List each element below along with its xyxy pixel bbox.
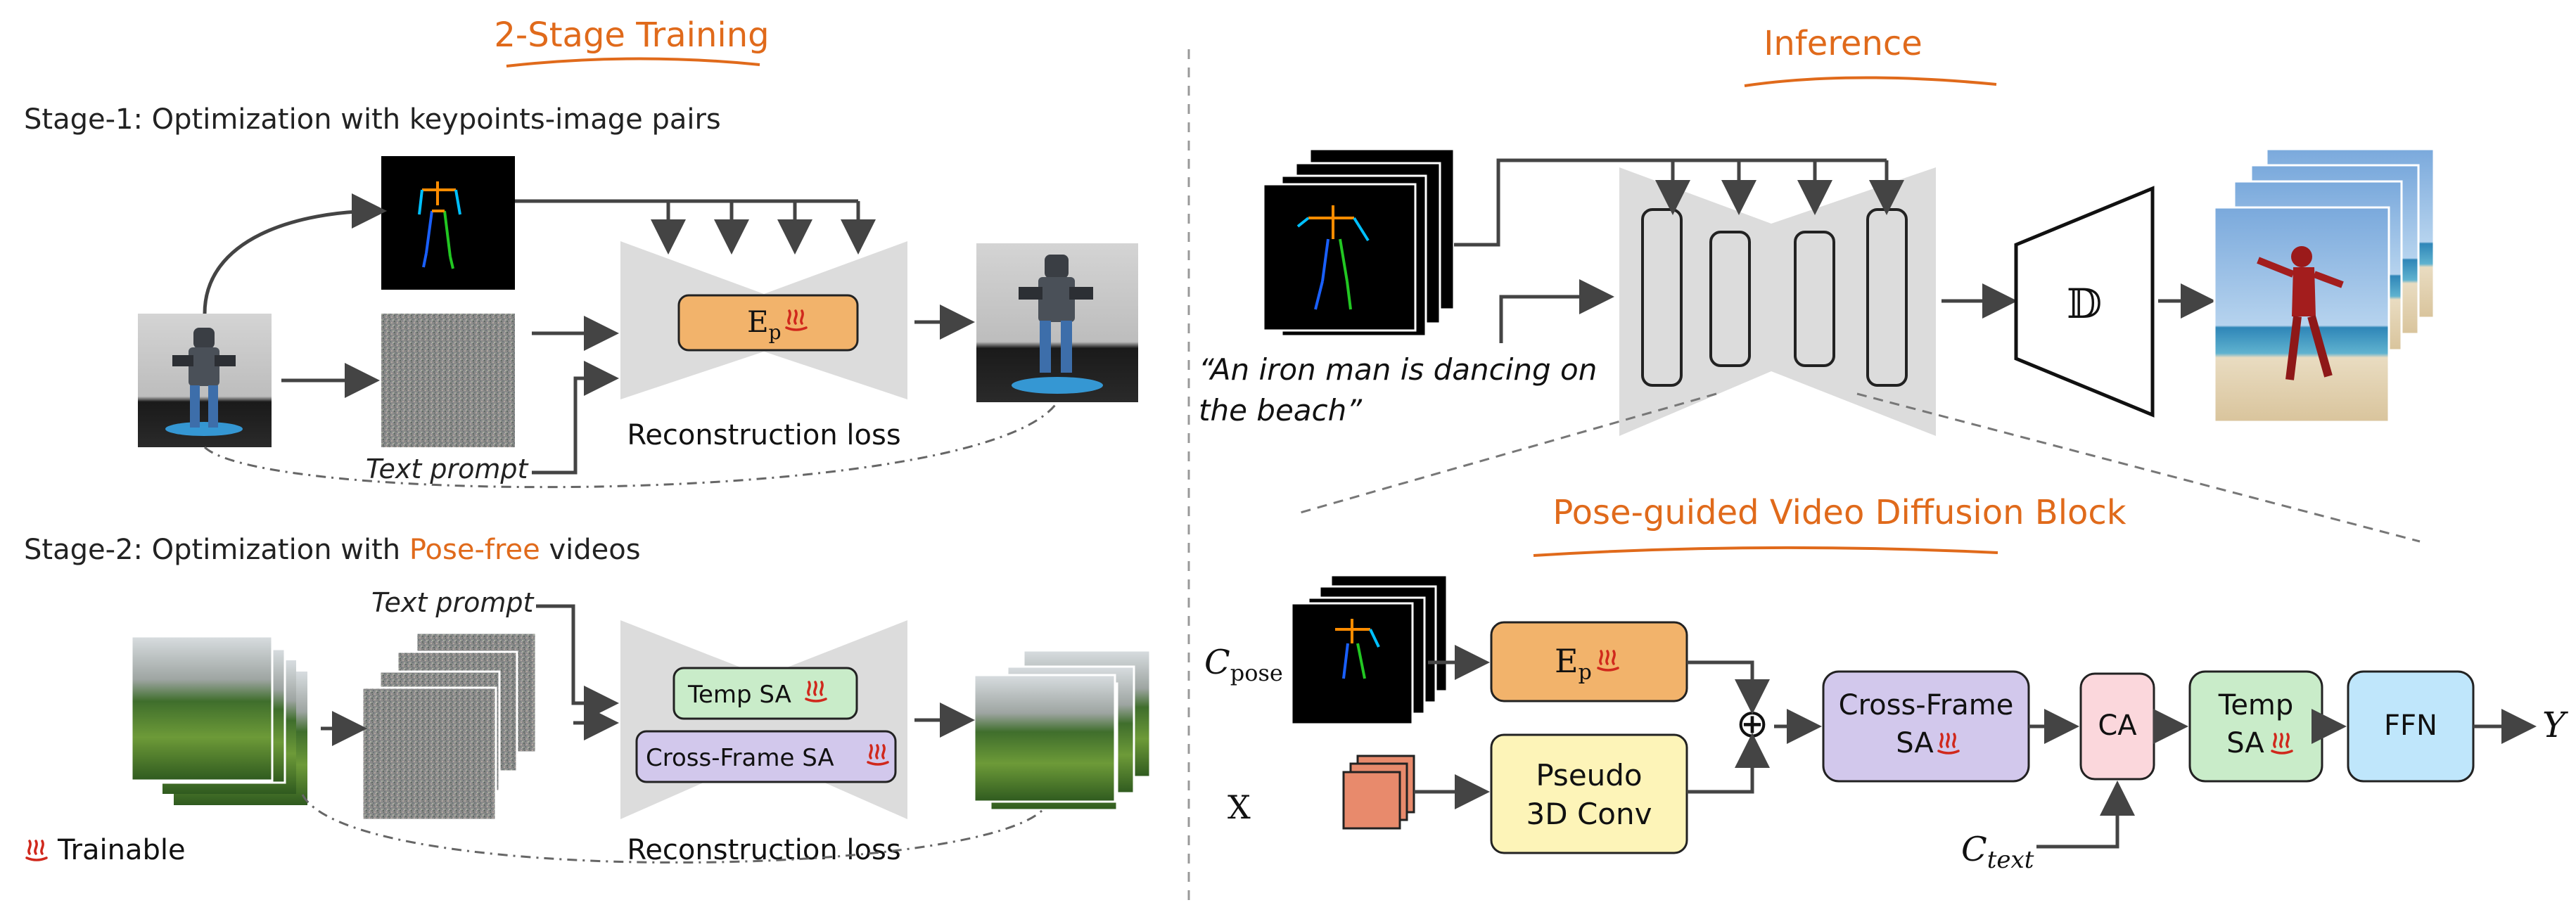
pseudo-line2: 3D Conv [1526, 797, 1652, 831]
stage2-text-prompt: Text prompt [371, 587, 535, 618]
stage1-text-prompt: Text prompt [366, 454, 529, 484]
right-panel: Inference “An iron man is dancing on the… [1199, 24, 2568, 874]
stage1-loss-dashed [203, 402, 1059, 489]
stage1-arrows [203, 193, 975, 475]
block-encoder-label: Ep [1555, 642, 1592, 685]
stage1-heading: Stage-1: Optimization with keypoints-ima… [24, 103, 721, 136]
block-title: Pose-guided Video Diffusion Block [1552, 493, 2126, 532]
stage2-heading: Stage-2: Optimization with Pose-free vid… [24, 534, 641, 566]
right-title-underline [1744, 76, 1997, 87]
cross-frame-sa-box [1822, 670, 2030, 783]
inference-output-frames [2213, 148, 2435, 423]
zoom-dashed-right [1856, 392, 2421, 543]
inference-arrows [1454, 158, 2216, 343]
pseudo-line1: Pseudo [1536, 758, 1642, 792]
fire-trainable-icon [25, 840, 48, 861]
left-panel: 2-Stage Training Stage-1: Optimization w… [24, 15, 1152, 866]
inference-skeleton-frames [1262, 148, 1455, 338]
inference-unet-blocks [1641, 208, 1908, 387]
legend-trainable: Trainable [57, 834, 186, 866]
ctext-label: Ctext [1961, 830, 2034, 874]
cross-frame-line1: Cross-Frame [1839, 689, 2014, 721]
stage2-temp-sa-label: Temp SA [687, 681, 791, 709]
x-feature-stack [1342, 755, 1415, 830]
x-label: X [1228, 788, 1251, 826]
inference-prompt-line2: the beach” [1199, 393, 1363, 428]
stage2-loss-label: Reconstruction loss [627, 834, 900, 866]
zoom-dashed-left [1297, 392, 1717, 515]
temp-sa-box [2188, 670, 2323, 783]
stage2-noise-video-frames [361, 631, 537, 821]
block-title-underline [1533, 546, 1998, 557]
stage1-robot-input-image [138, 314, 272, 447]
y-label: Y [2542, 705, 2568, 745]
left-title-underline [506, 57, 760, 68]
stage1-robot-output-image [976, 243, 1138, 402]
temp-line2: SA [2226, 727, 2264, 759]
block-arrows [1414, 645, 2537, 849]
decoder-shape [2014, 186, 2155, 418]
cpose-label: Cpose [1204, 643, 1283, 686]
inference-unet-shape [1619, 167, 1936, 436]
stage2-cross-frame-sa-box [635, 730, 897, 783]
stage1-loss-label: Reconstruction loss [627, 419, 900, 451]
ffn-label: FFN [2384, 710, 2437, 742]
right-title: Inference [1764, 24, 1923, 63]
stage1-encoder-box [677, 294, 859, 352]
stage1-noise-image [381, 314, 515, 447]
cpose-skeleton-frames [1290, 574, 1448, 726]
stage1-encoder-label: Ep [747, 304, 782, 344]
pseudo-3d-conv-box [1490, 733, 1688, 854]
temp-line1: Temp [2218, 689, 2294, 721]
inference-prompt-line1: “An iron man is dancing on [1199, 352, 1597, 387]
stage2-cross-frame-sa-label: Cross-Frame SA [646, 744, 834, 772]
stage2-output-video-frames [973, 649, 1152, 811]
ca-label: CA [2098, 710, 2137, 742]
stage1-skeleton-image [381, 156, 515, 290]
stage2-arrows [321, 604, 975, 746]
decoder-label: 𝔻 [2067, 280, 2102, 328]
stage2-loss-dashed [301, 794, 1044, 864]
cross-frame-line2: SA [1896, 727, 1934, 759]
left-title: 2-Stage Training [494, 15, 769, 55]
stage2-landscape-video-frames [130, 635, 307, 805]
stage2-temp-sa-box [672, 667, 858, 720]
